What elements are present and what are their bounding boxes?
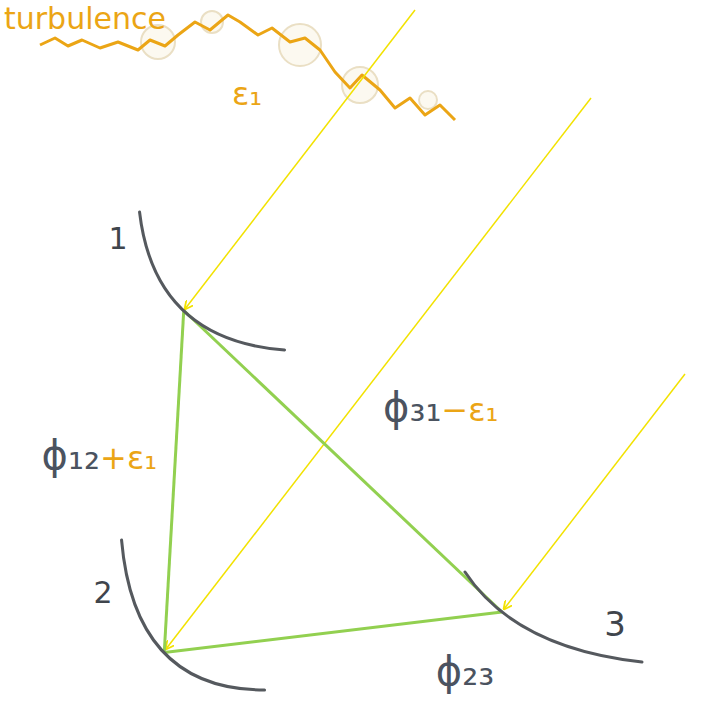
phase-label-holder: ϕ₃₁−ε₁ (380, 384, 501, 430)
baseline (164, 612, 502, 652)
turbulence-eddies (141, 11, 437, 109)
phase-error-label: ε₁ (232, 76, 262, 113)
telescope-number: 3 (604, 606, 626, 643)
phase-label: ϕ₂₃ (433, 648, 497, 694)
baseline (164, 311, 184, 653)
phase-error-term: −ε₁ (441, 391, 498, 429)
phase-symbol: ϕ₂₃ (436, 648, 494, 694)
phase-label: ϕ₁₂+ε₁ (39, 432, 160, 478)
mirror-arc-svg (104, 208, 289, 354)
phase-symbol: ϕ₁₂ (42, 432, 100, 478)
baseline (184, 311, 502, 613)
phase-label: ϕ₃₁−ε₁ (380, 384, 501, 430)
light-ray (504, 374, 685, 609)
phase-symbol: ϕ₃₁ (383, 384, 441, 430)
phase-label-holder: ϕ₁₂+ε₁ (39, 432, 160, 478)
phase-label-holder: ϕ₂₃ (433, 648, 497, 694)
light-ray (166, 98, 591, 649)
telescope-number: 1 (108, 222, 127, 255)
mirror-arc (140, 212, 285, 350)
label-holder: turbulence (4, 2, 166, 37)
mirror-arc (122, 540, 265, 690)
turbulence-label: turbulence (4, 2, 166, 37)
light-ray (185, 10, 415, 309)
telescope-mirror: 2 (89, 536, 269, 694)
eddy (419, 91, 437, 109)
telescope-number: 2 (93, 576, 112, 609)
phase-error-term: +ε₁ (100, 439, 157, 477)
mirror-arc-svg (89, 536, 269, 694)
label-holder: ε₁ (232, 76, 262, 113)
telescope-mirror: 1 (104, 208, 289, 354)
